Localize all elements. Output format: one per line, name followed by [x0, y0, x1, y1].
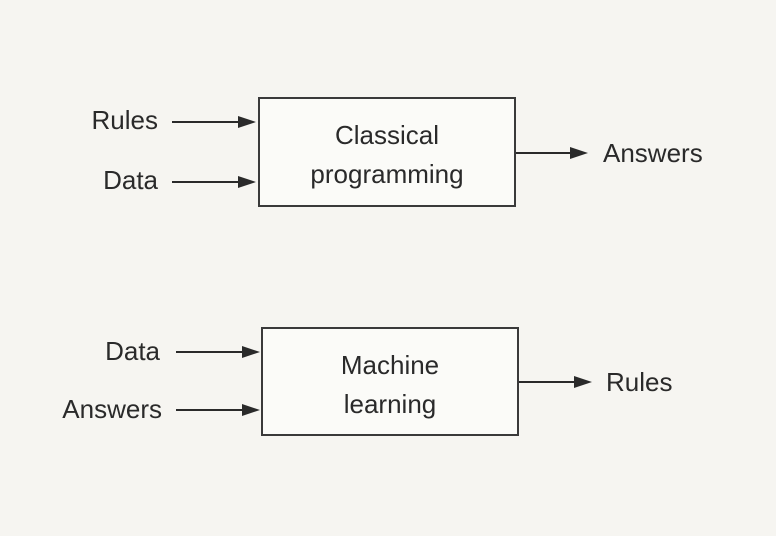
ml-box-line-1: Machine: [341, 350, 439, 380]
machine-learning-group: Data Answers Machine learning Rules: [62, 327, 672, 436]
ml-output-rules-label: Rules: [606, 367, 672, 397]
classical-output-arrow: [516, 147, 588, 159]
ml-input-answers-label: Answers: [62, 394, 162, 424]
classical-programming-group: Rules Data Classical programming Answers: [92, 97, 703, 207]
classical-input-rules-label: Rules: [92, 105, 158, 135]
machine-learning-box: [261, 327, 519, 436]
classical-input-rules-arrow: [172, 116, 256, 128]
ml-output-arrow: [519, 376, 592, 388]
ml-box-line-2: learning: [344, 389, 437, 419]
classical-output-answers-label: Answers: [603, 138, 703, 168]
classical-programming-box: [258, 97, 516, 207]
classical-input-data-arrow: [172, 176, 256, 188]
ml-input-answers-arrow: [176, 404, 260, 416]
classical-box-line-2: programming: [310, 159, 463, 189]
ml-input-data-label: Data: [105, 336, 160, 366]
ml-input-data-arrow: [176, 346, 260, 358]
classical-input-data-label: Data: [103, 165, 158, 195]
classical-box-line-1: Classical: [335, 120, 439, 150]
